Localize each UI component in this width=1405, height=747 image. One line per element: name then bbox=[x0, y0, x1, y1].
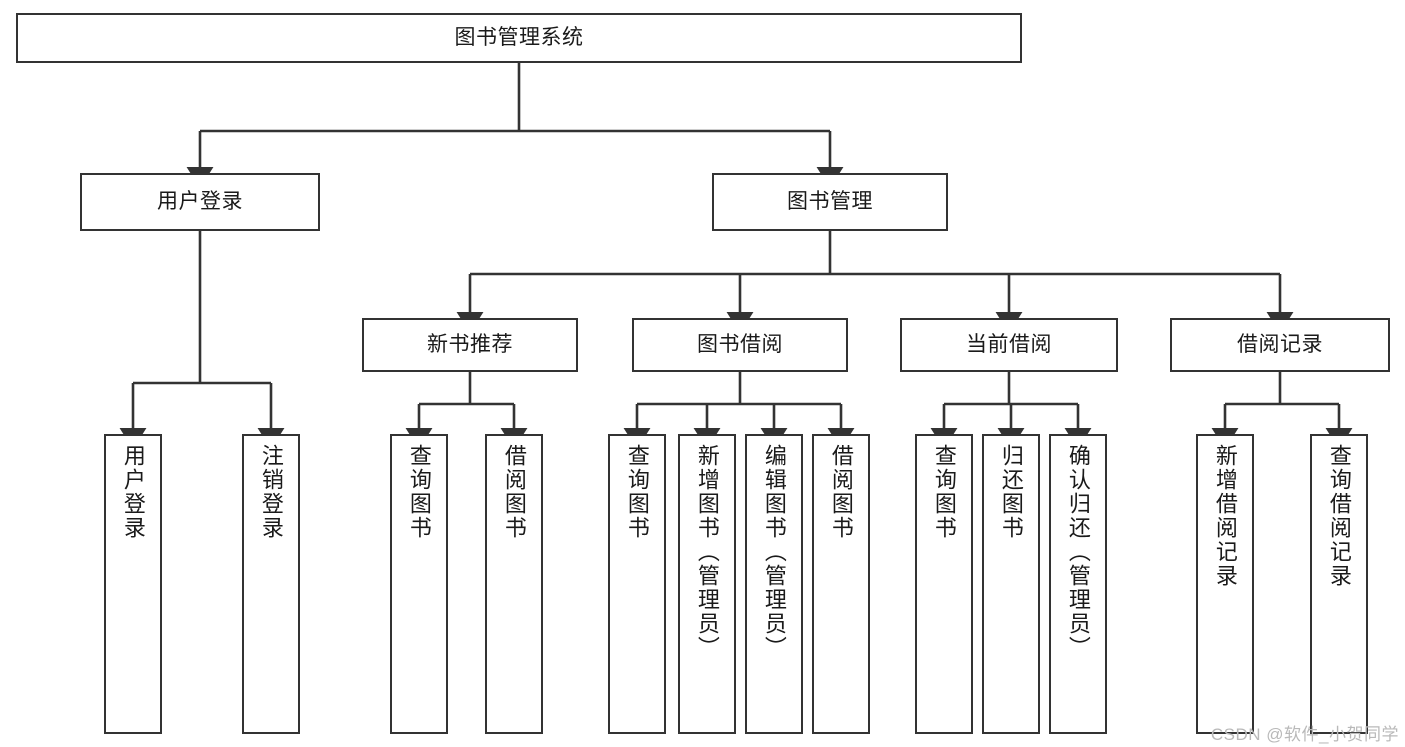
node-label-leaf-logout: 注销登录 bbox=[258, 444, 284, 540]
node-leaf-logout[interactable]: 注销登录 bbox=[242, 434, 300, 734]
node-label-leaf-query-book-1: 查询图书 bbox=[406, 444, 432, 540]
node-leaf-query-record[interactable]: 查询借阅记录 bbox=[1310, 434, 1368, 734]
node-label-borrow-record: 借阅记录 bbox=[1237, 333, 1323, 357]
node-label-leaf-borrow-book-1: 借阅图书 bbox=[501, 444, 527, 540]
node-book-borrow[interactable]: 图书借阅 bbox=[632, 318, 848, 372]
node-leaf-confirm-return[interactable]: 确认归还（管理员） bbox=[1049, 434, 1107, 734]
node-user-login[interactable]: 用户登录 bbox=[80, 173, 320, 231]
node-label-leaf-add-record: 新增借阅记录 bbox=[1212, 444, 1238, 588]
node-label-leaf-return-book: 归还图书 bbox=[998, 444, 1024, 540]
node-leaf-return-book[interactable]: 归还图书 bbox=[982, 434, 1040, 734]
node-new-book-rec[interactable]: 新书推荐 bbox=[362, 318, 578, 372]
node-label-leaf-query-book-2: 查询图书 bbox=[624, 444, 650, 540]
node-leaf-query-book-1[interactable]: 查询图书 bbox=[390, 434, 448, 734]
watermark: CSDN @软件_小贺同学 bbox=[1210, 725, 1399, 744]
node-leaf-user-login[interactable]: 用户登录 bbox=[104, 434, 162, 734]
node-borrow-record[interactable]: 借阅记录 bbox=[1170, 318, 1390, 372]
node-label-leaf-add-book: 新增图书（管理员） bbox=[694, 444, 720, 660]
node-label-leaf-edit-book: 编辑图书（管理员） bbox=[761, 444, 787, 660]
node-label-book-borrow: 图书借阅 bbox=[697, 333, 783, 357]
node-root[interactable]: 图书管理系统 bbox=[16, 13, 1022, 63]
node-leaf-borrow-book-2[interactable]: 借阅图书 bbox=[812, 434, 870, 734]
node-label-book-manage: 图书管理 bbox=[787, 190, 873, 214]
node-label-leaf-confirm-return: 确认归还（管理员） bbox=[1065, 444, 1091, 660]
node-book-manage[interactable]: 图书管理 bbox=[712, 173, 948, 231]
node-label-root: 图书管理系统 bbox=[454, 26, 584, 50]
node-label-leaf-user-login: 用户登录 bbox=[120, 444, 146, 540]
node-label-leaf-query-book-3: 查询图书 bbox=[931, 444, 957, 540]
node-leaf-query-book-2[interactable]: 查询图书 bbox=[608, 434, 666, 734]
node-leaf-query-book-3[interactable]: 查询图书 bbox=[915, 434, 973, 734]
node-leaf-edit-book[interactable]: 编辑图书（管理员） bbox=[745, 434, 803, 734]
node-label-new-book-rec: 新书推荐 bbox=[427, 333, 513, 357]
node-label-current-borrow: 当前借阅 bbox=[966, 333, 1052, 357]
node-leaf-borrow-book-1[interactable]: 借阅图书 bbox=[485, 434, 543, 734]
node-label-leaf-borrow-book-2: 借阅图书 bbox=[828, 444, 854, 540]
node-current-borrow[interactable]: 当前借阅 bbox=[900, 318, 1118, 372]
node-leaf-add-book[interactable]: 新增图书（管理员） bbox=[678, 434, 736, 734]
node-leaf-add-record[interactable]: 新增借阅记录 bbox=[1196, 434, 1254, 734]
node-label-leaf-query-record: 查询借阅记录 bbox=[1326, 444, 1352, 588]
node-label-user-login: 用户登录 bbox=[157, 190, 243, 214]
